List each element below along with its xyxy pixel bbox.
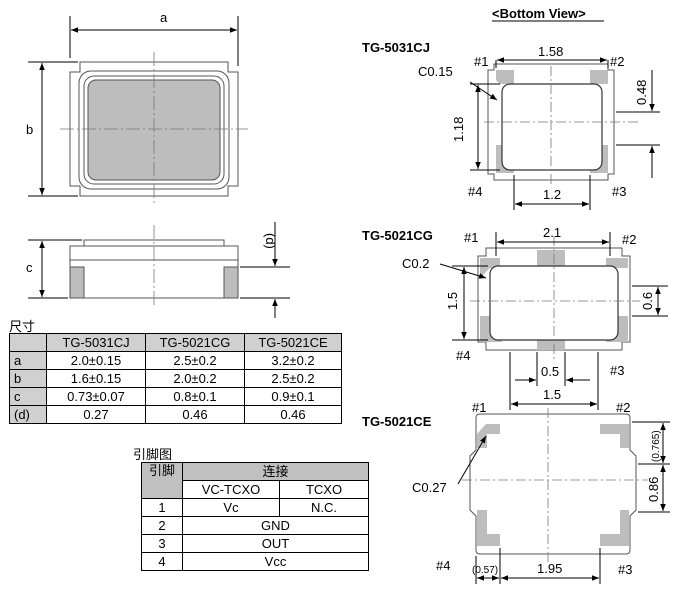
ce-width-bottom: 1.95 — [537, 561, 562, 576]
dim-d-label: (d) — [263, 233, 278, 249]
cg-pin1: #1 — [464, 230, 478, 245]
cg-pad-width: 0.5 — [541, 364, 559, 379]
table-cell: (d) — [9, 405, 47, 424]
ce-right-mid: 0.86 — [646, 477, 661, 502]
dimensions-caption: 尺寸 — [9, 319, 36, 334]
table-header-cell: 连接 — [182, 462, 369, 481]
ce-name: TG-5021CE — [362, 414, 432, 429]
cg-height-left: 1.5 — [445, 292, 460, 310]
ce-pin2: #2 — [616, 400, 630, 415]
cj-width-top: 1.58 — [538, 44, 563, 59]
table-cell: 0.46 — [145, 405, 245, 424]
table-cell: Vcc — [182, 552, 369, 571]
cg-width-top: 2.1 — [543, 225, 561, 240]
cj-pin3: #3 — [612, 184, 626, 199]
table-cell: Vc — [182, 498, 280, 517]
cj-right: 0.48 — [634, 80, 649, 105]
cg-bottom-view — [439, 232, 668, 410]
table-cell: 1.6±0.15 — [46, 369, 146, 388]
table-row: c 0.73±0.07 0.8±0.1 0.9±0.1 — [9, 387, 342, 406]
table-header-cell — [9, 333, 47, 352]
ce-pin1: #1 — [472, 400, 486, 415]
cj-pin2: #2 — [610, 54, 624, 69]
table-header-cell: TCXO — [279, 480, 369, 499]
table-cell: 1 — [141, 498, 183, 517]
dim-b-label: b — [26, 122, 33, 137]
table-cell: 3.2±0.2 — [244, 351, 342, 370]
table-cell: 0.8±0.1 — [145, 387, 245, 406]
ce-pin3: #3 — [618, 562, 632, 577]
cj-height-left: 1.18 — [451, 117, 466, 142]
cg-width-bottom: 1.5 — [543, 387, 561, 402]
cj-pin4: #4 — [468, 184, 482, 199]
table-row: 4 Vcc — [141, 552, 369, 571]
table-cell: 2.5±0.2 — [145, 351, 245, 370]
dimensions-table: TG-5031CJ TG-5021CG TG-5021CE a 2.0±0.15… — [9, 333, 342, 424]
cg-pin2: #2 — [622, 232, 636, 247]
table-header-cell: VC-TCXO — [182, 480, 280, 499]
pins-table: 引脚 连接 VC-TCXO TCXO 1 Vc N.C. 2 GND 3 OUT… — [141, 462, 369, 571]
ce-pin4: #4 — [436, 558, 450, 573]
table-header-cell: TG-5031CJ — [46, 333, 146, 352]
bottom-view-title: <Bottom View> — [492, 6, 586, 21]
table-cell: b — [9, 369, 47, 388]
table-cell: N.C. — [279, 498, 369, 517]
cg-chamfer: C0.2 — [402, 256, 429, 271]
cg-pin3: #3 — [610, 363, 624, 378]
ce-chamfer: C0.27 — [412, 480, 447, 495]
ce-bottom-left: (0.57) — [472, 565, 498, 576]
cj-name: TG-5031CJ — [362, 40, 430, 55]
table-cell: 2.0±0.2 — [145, 369, 245, 388]
table-cell: 2 — [141, 516, 183, 535]
table-cell: 0.9±0.1 — [244, 387, 342, 406]
dim-a-label: a — [160, 10, 168, 25]
table-row: 2 GND — [141, 516, 369, 535]
dim-c-label: c — [26, 260, 33, 275]
table-row: b 1.6±0.15 2.0±0.2 2.5±0.2 — [9, 369, 342, 388]
table-cell: 0.27 — [46, 405, 146, 424]
pins-caption: 引脚图 — [133, 447, 173, 462]
table-cell: OUT — [182, 534, 369, 553]
table-cell: 4 — [141, 552, 183, 571]
cg-right: 0.6 — [640, 292, 655, 310]
cj-bottom-view — [469, 57, 660, 210]
cj-chamfer: C0.15 — [418, 64, 453, 79]
ce-bottom-view — [457, 408, 670, 584]
cj-pin1: #1 — [474, 54, 488, 69]
table-cell: 2.5±0.2 — [244, 369, 342, 388]
cj-width-bottom: 1.2 — [543, 187, 561, 202]
table-row: (d) 0.27 0.46 0.46 — [9, 405, 342, 424]
table-cell: GND — [182, 516, 369, 535]
table-header-cell: 引脚 — [141, 462, 183, 499]
table-row: a 2.0±0.15 2.5±0.2 3.2±0.2 — [9, 351, 342, 370]
table-cell: 2.0±0.15 — [46, 351, 146, 370]
table-cell: c — [9, 387, 47, 406]
table-cell: a — [9, 351, 47, 370]
cg-name: TG-5021CG — [362, 228, 433, 243]
table-cell: 3 — [141, 534, 183, 553]
top-view — [28, 16, 248, 205]
table-row: 1 Vc N.C. — [141, 498, 369, 517]
table-header-cell: TG-5021CG — [145, 333, 245, 352]
table-header-row: TG-5031CJ TG-5021CG TG-5021CE — [9, 333, 342, 352]
table-cell: 0.46 — [244, 405, 342, 424]
table-row: 3 OUT — [141, 534, 369, 553]
side-view — [28, 222, 290, 318]
ce-right-top: (0.765) — [651, 430, 662, 462]
cg-pin4: #4 — [456, 348, 470, 363]
table-cell: 0.73±0.07 — [46, 387, 146, 406]
table-header-cell: TG-5021CE — [244, 333, 342, 352]
table-header-row: 引脚 连接 — [141, 462, 369, 499]
